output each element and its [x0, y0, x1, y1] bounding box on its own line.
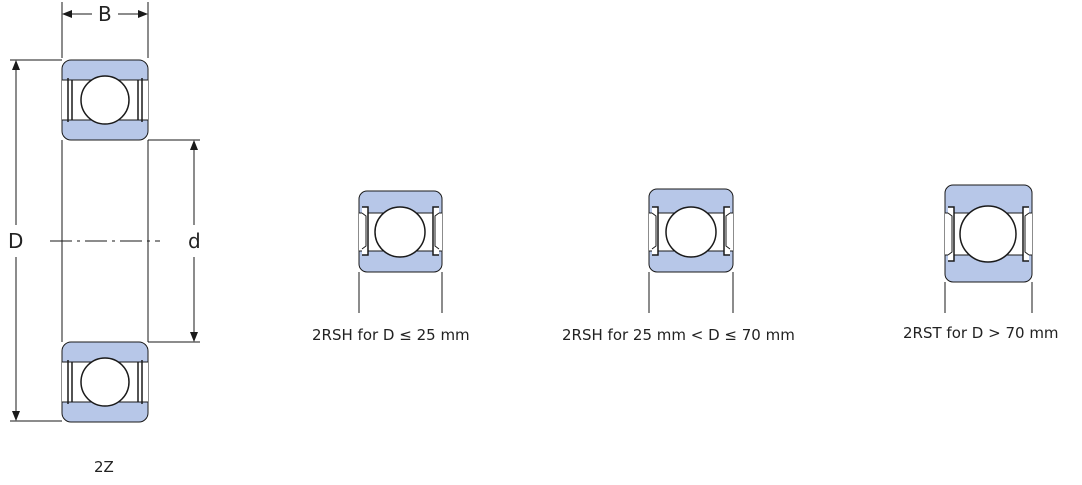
bearing-2z-bottom-section	[61, 341, 149, 423]
dimension-arrows	[12, 10, 198, 421]
caption-2rsh-medium: 2RSH for 25 mm < D ≤ 70 mm	[562, 326, 795, 344]
caption-2rsh-small: 2RSH for D ≤ 25 mm	[312, 326, 470, 344]
bearing-2z-section	[10, 2, 200, 422]
seal-2rsh-small	[358, 190, 443, 313]
dimension-label-b: B	[98, 2, 112, 26]
caption-2z: 2Z	[94, 458, 114, 476]
seal-2rsh-medium	[648, 188, 734, 313]
bearing-2z-top-section	[61, 59, 149, 141]
caption-2rst: 2RST for D > 70 mm	[903, 324, 1059, 342]
dimension-label-outer-d: D	[8, 229, 24, 253]
seal-2rst-large	[944, 184, 1033, 313]
dimension-label-bore-d: d	[188, 229, 201, 253]
